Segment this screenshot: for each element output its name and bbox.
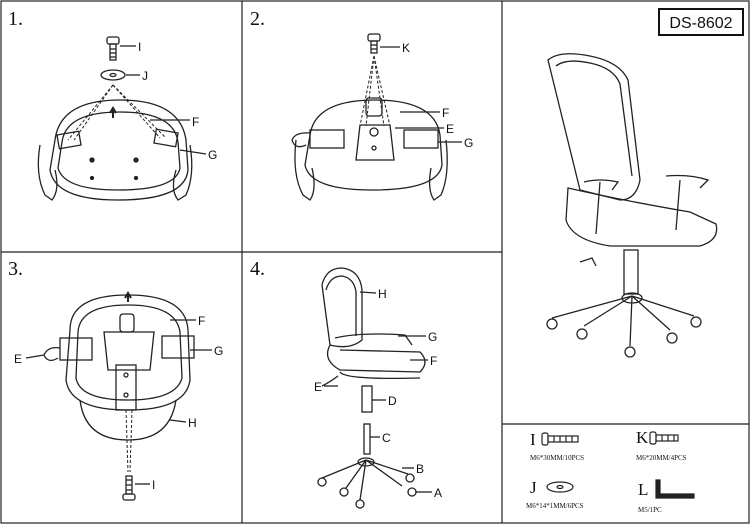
step4-label-e: E xyxy=(314,380,323,394)
step1-label-j: J xyxy=(142,69,148,83)
part-k-letter: K xyxy=(636,428,649,447)
step3-label-e: E xyxy=(14,352,23,366)
step2-label-f: F xyxy=(442,106,450,120)
step4-label-f: F xyxy=(430,354,438,368)
step4-label-h: H xyxy=(378,287,387,301)
step-4-number: 4. xyxy=(250,258,265,280)
step3-label-f: F xyxy=(198,314,206,328)
step2-label-e: E xyxy=(446,122,455,136)
part-l-spec: M5/1PC xyxy=(638,506,662,514)
part-i-spec: M6*30MM/10PCS xyxy=(530,454,585,462)
step-3-number: 3. xyxy=(8,258,23,280)
part-l-letter: L xyxy=(638,480,649,499)
step-2-number: 2. xyxy=(250,8,265,30)
step3-seat-drawing xyxy=(25,294,212,501)
model-number: DS-8602 xyxy=(658,8,744,36)
step4-chair-drawing xyxy=(317,267,432,509)
step1-dashed-guides xyxy=(67,84,167,141)
washer-icon xyxy=(546,481,574,493)
assembled-chair-drawing xyxy=(546,53,718,358)
allen-key-icon xyxy=(655,479,695,499)
step3-label-g: G xyxy=(214,344,224,358)
part-j-spec: M6*14*1MM/6PCS xyxy=(526,502,584,510)
parts-icons xyxy=(541,431,695,499)
step4-label-b: B xyxy=(416,462,425,476)
step2-label-k: K xyxy=(402,41,411,55)
step4-label-g: G xyxy=(428,330,438,344)
step3-dashed-guides xyxy=(125,409,133,473)
step2-seat-drawing xyxy=(291,33,462,201)
step1-label-f: F xyxy=(192,115,200,129)
step2-label-g: G xyxy=(464,136,474,150)
part-j-letter: J xyxy=(530,478,537,497)
step3-arrow xyxy=(124,291,132,302)
step4-label-c: C xyxy=(382,431,391,445)
step1-label-g: G xyxy=(208,148,218,162)
step3-label-h: H xyxy=(188,416,197,430)
long-bolt-icon xyxy=(541,432,579,446)
short-bolt-icon xyxy=(649,431,679,445)
step-1-number: 1. xyxy=(8,8,23,30)
step4-label-a: A xyxy=(434,486,443,500)
step2-dashed-guides xyxy=(359,55,391,127)
step3-label-i: I xyxy=(152,478,156,492)
step1-arrow xyxy=(109,106,117,118)
step1-label-i: I xyxy=(138,40,142,54)
part-k-spec: M6*20MM/4PCS xyxy=(636,454,687,462)
step4-label-d: D xyxy=(388,394,397,408)
part-i-letter: I xyxy=(530,430,536,449)
step1-seat-drawing xyxy=(37,36,207,201)
